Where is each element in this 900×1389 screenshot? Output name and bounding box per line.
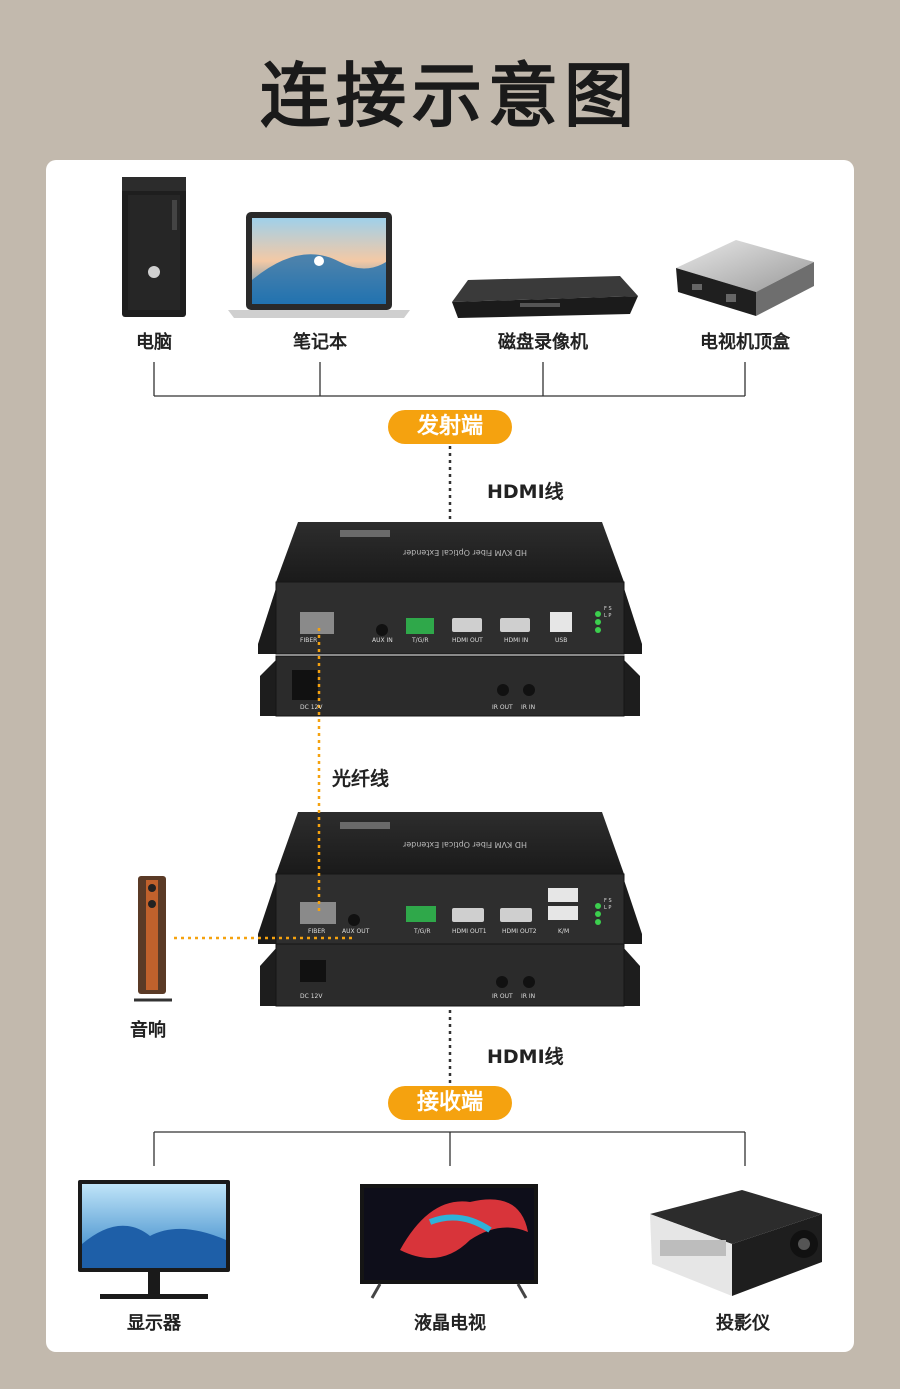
rx-port-tgr: T/G/R [414,928,431,935]
tx-back-port-ir-out: IR OUT [492,704,513,711]
tx-port-usb: USB [555,637,568,644]
transmitter-unit [258,522,642,717]
pc-tower-icon [122,177,186,317]
rx-back-port-dc: DC 12V [300,993,323,1000]
speaker-label: 音响 [130,1020,166,1041]
set-top-box-icon [676,240,814,316]
rx-port-hdmi-out2: HDMI OUT2 [502,928,537,935]
tx-port-hdmi-in: HDMI IN [504,637,529,644]
tx-port-tgr: T/G/R [412,637,429,644]
rx-device-name: HD KVM Fiber Optical Extender [403,840,527,849]
rx-port-km: K/M [558,928,570,935]
receiver-badge: 接收端 [388,1086,512,1120]
rx-port-aux: AUX OUT [342,928,370,935]
receiver-unit [258,812,642,1007]
hdmi-cable-label-top: HDMI线 [487,481,564,503]
source-label-dvr: 磁盘录像机 [498,332,588,353]
laptop-icon [228,212,410,318]
display-connector-lines [153,1131,746,1166]
display-label-monitor: 显示器 [127,1313,181,1334]
rx-port-hdmi-out1: HDMI OUT1 [452,928,487,935]
tv-icon [360,1184,538,1299]
monitor-icon [78,1180,230,1299]
tx-led-labels: F S L P [604,606,612,619]
tx-port-hdmi-out: HDMI OUT [452,637,483,644]
transmitter-badge: 发射端 [388,410,512,444]
source-connector-lines [153,362,746,397]
rx-back-port-ir-out: IR OUT [492,993,513,1000]
hdmi-cable-label-bottom: HDMI线 [487,1046,564,1068]
source-label-laptop: 笔记本 [293,332,347,353]
rx-port-fiber: FIBER [308,928,326,935]
speaker-icon [134,876,172,1002]
display-label-tv: 液晶电视 [414,1313,486,1334]
dvr-icon [452,276,638,318]
tx-back-port-ir-in: IR IN [521,704,536,711]
page-title: 连接示意图 [260,55,640,137]
tx-port-aux: AUX IN [372,637,393,644]
tx-back-port-dc: DC 12V [300,704,323,711]
projector-icon [650,1190,822,1296]
source-label-pc: 电脑 [136,332,172,353]
tx-device-name: HD KVM Fiber Optical Extender [403,548,527,557]
tx-port-fiber: FIBER [300,637,318,644]
rx-led-labels: F S L P [604,898,612,911]
rx-back-port-ir-in: IR IN [521,993,536,1000]
source-label-stb: 电视机顶盒 [700,332,790,353]
display-label-projector: 投影仪 [716,1313,770,1334]
fiber-cable-label: 光纤线 [332,768,390,790]
